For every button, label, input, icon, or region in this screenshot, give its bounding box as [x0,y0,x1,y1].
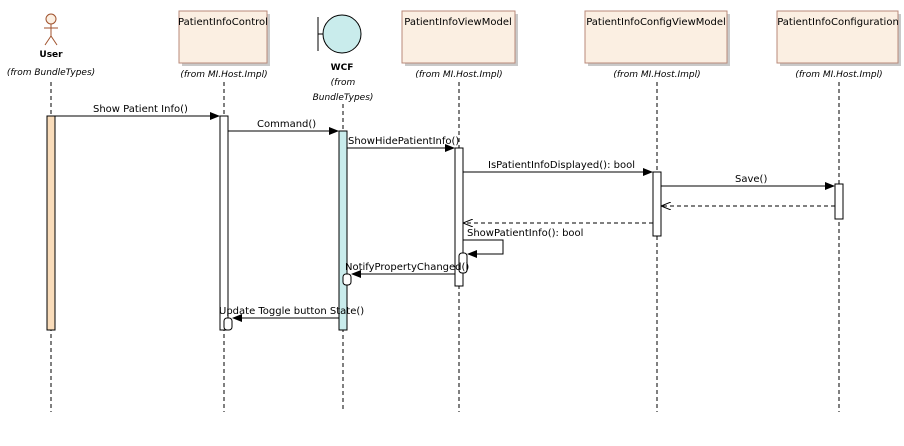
participant-wcf-source-line1: (from [331,78,356,88]
participant-control-source: (from MI.Host.Impl) [180,70,267,80]
participant-patient-info-view-model: PatientInfoViewModel (from MI.Host.Impl) [401,10,518,80]
participant-user-source: (from BundleTypes) [7,68,95,78]
activation-wcf-nested [342,273,352,286]
activation-configviewmodel [652,171,662,237]
participant-box [178,10,268,64]
participant-box [776,10,899,64]
participant-box [584,10,728,64]
participant-configuration-source: (from MI.Host.Impl) [795,70,882,80]
activation-wcf [338,130,348,331]
participant-control-name: PatientInfoControl [178,17,268,28]
activation-control-nested [223,317,233,331]
self-call-arrow [463,239,504,258]
participant-viewmodel-name: PatientInfoViewModel [404,17,512,28]
message-is-displayed: IsPatientInfoDisplayed(): bool [488,160,635,171]
boundary-icon [317,14,362,54]
activation-viewmodel [454,147,464,287]
activations [46,115,844,331]
participant-configuration-name: PatientInfoConfiguration [777,17,899,28]
participant-user: User (from BundleTypes) [7,13,95,78]
participant-box [401,10,516,64]
activation-configuration [834,183,844,220]
participant-viewmodel-source: (from MI.Host.Impl) [415,70,502,80]
participant-wcf-name: WCF [331,63,354,73]
message-show-patient-info-self: ShowPatientInfo(): bool [467,228,583,239]
participant-wcf-source-line2: BundleTypes) [313,93,374,103]
activation-user [46,115,56,331]
participant-patient-info-config-view-model: PatientInfoConfigViewModel (from MI.Host… [584,10,730,80]
participant-patient-info-configuration: PatientInfoConfiguration (from MI.Host.I… [776,10,901,80]
participant-patient-info-control: PatientInfoControl (from MI.Host.Impl) [178,10,270,80]
participant-configviewmodel-source: (from MI.Host.Impl) [613,70,700,80]
message-command: Command() [257,119,316,130]
message-notify: NotifyPropertyChanged() [345,262,469,273]
activation-viewmodel-nested [458,252,468,274]
lifelines [50,82,840,412]
messages: Show Patient Info() Command() ShowHidePa… [55,104,835,322]
actor-icon [44,13,58,46]
activation-control [219,115,229,331]
message-show-patient-info: Show Patient Info() [93,104,188,115]
message-save: Save() [735,174,767,185]
participant-configviewmodel-name: PatientInfoConfigViewModel [586,17,726,28]
participant-wcf: WCF (from BundleTypes) [313,14,374,103]
message-update-toggle: Update Toggle button State() [219,306,364,317]
participant-user-name: User [39,50,63,60]
message-show-hide: ShowHidePatientInfo() [348,136,459,147]
